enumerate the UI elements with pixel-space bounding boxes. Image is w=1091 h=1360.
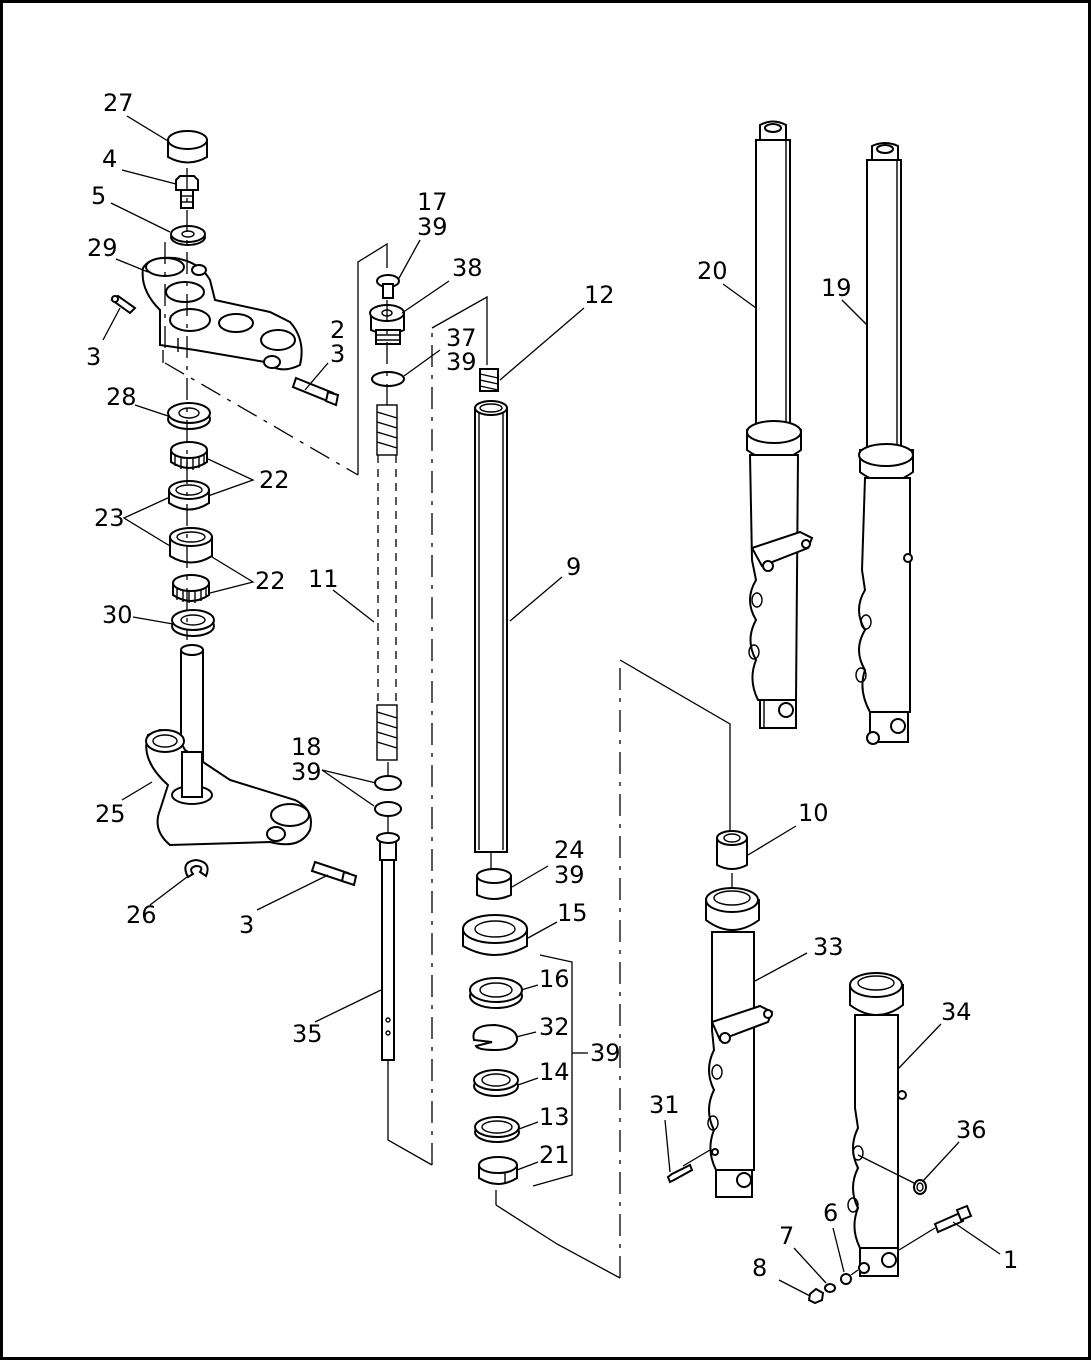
callout-37: 37 (446, 324, 477, 352)
callout-7: 7 (779, 1222, 794, 1250)
part-31-drain-screw (666, 1163, 694, 1184)
part-29-upper-bracket (141, 256, 303, 371)
callout-33: 33 (813, 933, 844, 961)
callout-38: 38 (452, 254, 483, 282)
callout-24: 24 (554, 836, 585, 864)
callout-11: 11 (308, 565, 339, 593)
part-25-steering-stem (145, 644, 312, 847)
callout-39: 39 (446, 348, 477, 376)
part-20-fork-assembly-left (746, 120, 814, 729)
part-21-guide-bushing (478, 1156, 518, 1185)
callout-34: 34 (941, 998, 972, 1026)
callout-4: 4 (102, 145, 117, 173)
callout-1: 1 (1003, 1246, 1018, 1274)
part-35-damper-rod (376, 832, 400, 1061)
callout-12: 12 (584, 281, 615, 309)
callout-32: 32 (539, 1013, 570, 1041)
part-1-axle-pinch-bolt (933, 1204, 973, 1234)
callout-3: 3 (239, 911, 254, 939)
callout-6: 6 (823, 1199, 838, 1227)
part-3-pinch-bolt-left (110, 294, 137, 315)
part-23-race-lower (169, 527, 213, 564)
callout-23: 23 (94, 504, 125, 532)
part-24-slider-bushing (476, 868, 512, 900)
part-19-fork-assembly-right (855, 142, 914, 745)
callout-39: 39 (291, 758, 322, 786)
part-26-retaining-ring (184, 858, 209, 879)
part-9-fork-tube (474, 400, 508, 853)
part-11-fork-spring (376, 404, 398, 761)
callout-22: 22 (255, 567, 286, 595)
callout-29: 29 (87, 234, 118, 262)
part-13-washer (474, 1116, 520, 1143)
callout-27: 27 (103, 89, 134, 117)
part-3-pinch-bolt-lower (310, 860, 358, 887)
part-12-rebound-spring (479, 368, 499, 392)
guide-lines (162, 168, 733, 1279)
part-10-bushing (716, 830, 748, 870)
callout-18: 18 (291, 733, 322, 761)
part-22-bearing-upper (170, 441, 208, 470)
part-28-dust-seal (167, 402, 211, 430)
part-22-bearing-lower (172, 574, 210, 603)
callout-16: 16 (539, 965, 570, 993)
part-8-nut (807, 1287, 825, 1305)
callout-9: 9 (566, 553, 581, 581)
part-33-fork-slider-left (705, 887, 774, 1198)
callout-20: 20 (697, 257, 728, 285)
part-36-plug (913, 1179, 927, 1195)
callout-30: 30 (102, 601, 133, 629)
part-32-retaining-clip (472, 1023, 519, 1052)
callout-2: 2 (330, 316, 345, 344)
callout-14: 14 (539, 1058, 570, 1086)
callout-28: 28 (106, 383, 137, 411)
callout-39: 39 (590, 1039, 621, 1067)
part-30-lower-seal (171, 609, 215, 637)
part-15-dust-boot (462, 914, 528, 956)
part-7-lock-washer (824, 1283, 836, 1293)
callout-22: 22 (259, 466, 290, 494)
part-6-washer (840, 1273, 852, 1285)
callout-39: 39 (417, 213, 448, 241)
callout-13: 13 (539, 1103, 570, 1131)
callout-10: 10 (798, 799, 829, 827)
part-37-o-ring (371, 371, 405, 387)
callout-21: 21 (539, 1141, 570, 1169)
callout-3: 3 (330, 340, 345, 368)
callout-35: 35 (292, 1020, 323, 1048)
part-3-pinch-bolt-right (291, 376, 340, 407)
callout-39: 39 (554, 861, 585, 889)
part-34-fork-slider-right (847, 972, 907, 1277)
leader-lines (102, 115, 1001, 1297)
callout-labels: 27 4 5 29 3 2 3 28 22 23 22 30 25 26 3 1… (86, 89, 1018, 1282)
callout-17: 17 (417, 188, 448, 216)
callout-31: 31 (649, 1091, 680, 1119)
callout-5: 5 (91, 182, 106, 210)
part-14-oil-seal-spacer (473, 1069, 519, 1097)
part-23-race-upper (168, 480, 210, 511)
callout-25: 25 (95, 800, 126, 828)
part-18-spring-collar (374, 775, 402, 817)
part-17-fork-cap-bolt (376, 274, 400, 299)
part-16-oil-seal (469, 977, 523, 1009)
callout-19: 19 (821, 274, 852, 302)
part-5-washer (170, 225, 206, 246)
callout-36: 36 (956, 1116, 987, 1144)
callout-8: 8 (752, 1254, 767, 1282)
callout-15: 15 (557, 899, 588, 927)
callout-3: 3 (86, 343, 101, 371)
callout-26: 26 (126, 901, 157, 929)
part-27-cap (167, 130, 208, 164)
